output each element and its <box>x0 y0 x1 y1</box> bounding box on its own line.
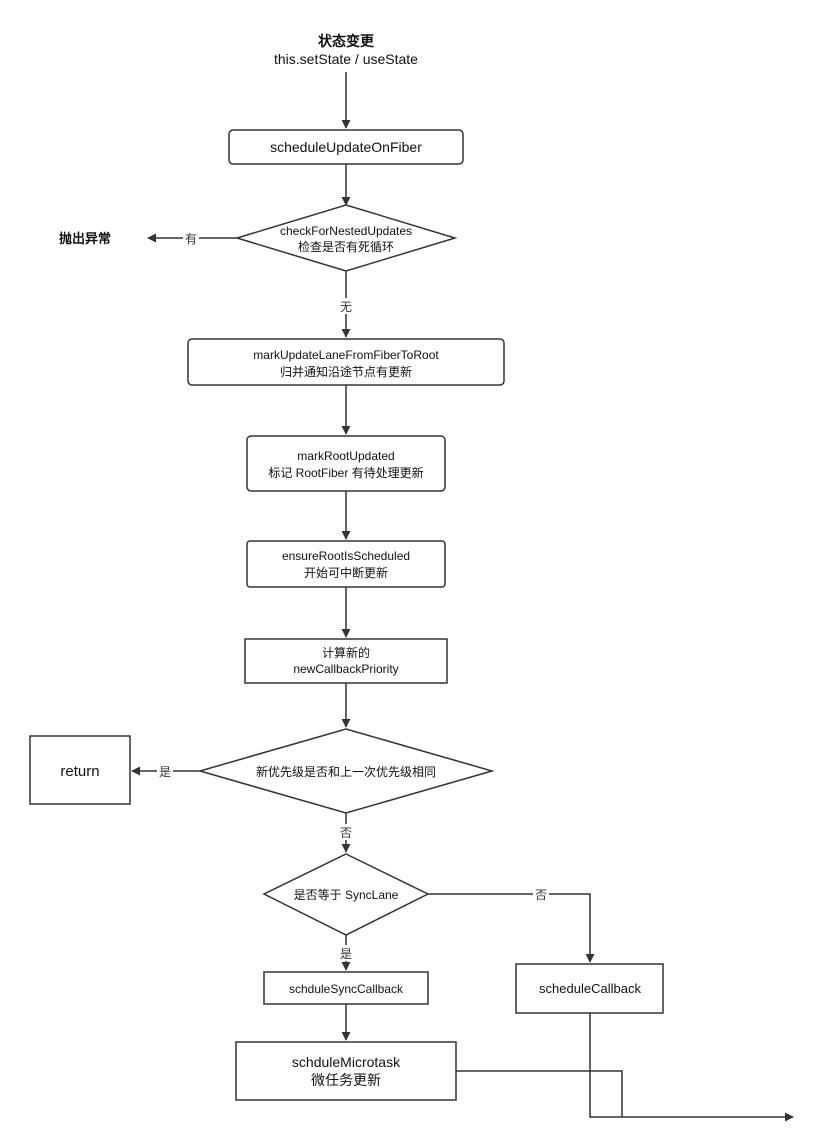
edge-label-bg-yes-sync <box>338 945 354 961</box>
check-nested-diamond <box>234 204 458 272</box>
microtask-box <box>235 1041 457 1101</box>
mark-lane-label-2: 归并通知沿途节点有更新 <box>280 364 412 379</box>
edge-label-no-sync: 否 <box>535 888 547 902</box>
edge-label-bg-none <box>338 298 354 314</box>
compute-priority-box <box>244 638 448 684</box>
mark-root-label-1: markRootUpdated <box>297 449 394 463</box>
ensure-root-box <box>246 540 446 588</box>
arrow-issync-to-schedulecallback <box>428 893 595 963</box>
edge-label-yes-return: 是 <box>159 765 171 779</box>
check-nested-label-1: checkForNestedUpdates <box>280 224 412 238</box>
edge-label-yes-sync: 是 <box>340 947 352 961</box>
edge-label-bg-no-sync <box>533 886 549 902</box>
start-title: 状态变更 <box>318 33 375 49</box>
edge-label-bg-yes-return <box>157 763 173 779</box>
sync-callback-label: schduleSyncCallback <box>289 982 404 996</box>
same-priority-label: 新优先级是否和上一次优先级相同 <box>256 764 436 779</box>
edge-label-none: 无 <box>340 300 352 314</box>
start-subtitle: this.setState / useState <box>274 51 418 67</box>
mark-root-label-2: 标记 RootFiber 有待处理更新 <box>268 465 423 480</box>
schedule-callback-label: scheduleCallback <box>539 981 641 996</box>
edge-label-no-priority: 否 <box>340 826 352 840</box>
compute-priority-label-2: newCallbackPriority <box>293 662 398 676</box>
return-label: return <box>60 763 99 780</box>
edge-label-bg-no-priority <box>338 824 354 840</box>
edge-label-has: 有 <box>185 232 197 246</box>
microtask-label-1: schduleMicrotask <box>292 1054 401 1070</box>
sync-callback-box <box>263 971 429 1005</box>
mark-lane-label-1: markUpdateLaneFromFiberToRoot <box>253 348 439 362</box>
ensure-root-label-2: 开始可中断更新 <box>304 565 388 580</box>
schedule-update-box <box>228 129 464 165</box>
check-nested-label-2: 检查是否有死循环 <box>298 239 394 254</box>
schedule-callback-box <box>515 963 664 1014</box>
connectors <box>131 72 794 1122</box>
same-priority-diamond <box>197 728 495 814</box>
line-microtask-to-end <box>456 1070 623 1117</box>
is-sync-label: 是否等于 SyncLane <box>294 888 399 902</box>
mark-root-box <box>246 435 446 492</box>
mark-lane-box <box>187 338 505 386</box>
ensure-root-label-1: ensureRootIsScheduled <box>282 549 410 563</box>
schedule-update-label: scheduleUpdateOnFiber <box>270 139 422 155</box>
line-schedulecallback-to-end <box>589 1013 794 1122</box>
microtask-label-2: 微任务更新 <box>311 1072 381 1088</box>
return-box <box>29 735 131 805</box>
compute-priority-label-1: 计算新的 <box>322 645 370 660</box>
edge-label-bg-has <box>183 230 199 246</box>
is-sync-diamond <box>262 853 430 936</box>
throw-error-label: 抛出异常 <box>59 231 111 246</box>
